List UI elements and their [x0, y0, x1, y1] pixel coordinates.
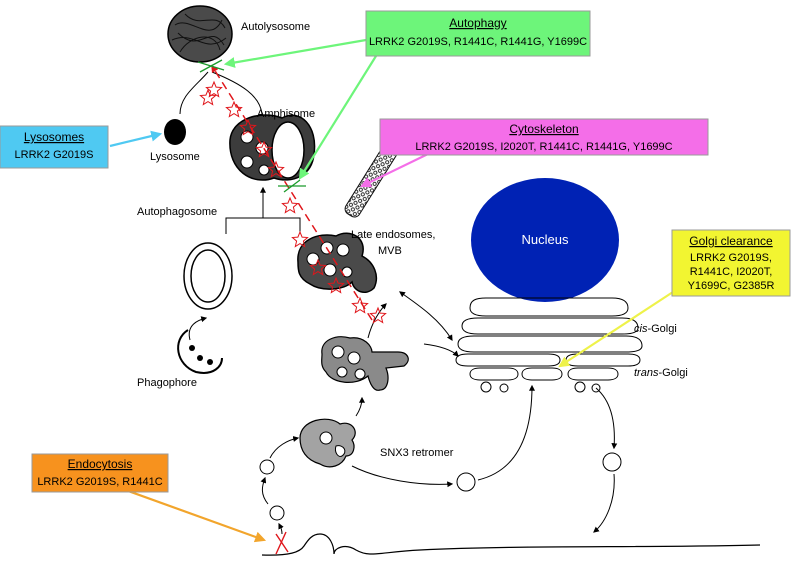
golgi-box-line-1: LRRK2 G2019S, — [690, 252, 772, 264]
lysosomes-box-line-1: LRRK2 G2019S — [15, 149, 94, 161]
golgi-box: Golgi clearance LRRK2 G2019S, R1441C, I2… — [671, 229, 791, 297]
lysosome-arrow — [109, 130, 163, 148]
endocytosis-arrow — [119, 486, 267, 543]
lysosome — [164, 119, 186, 145]
lysosome-to-autolysosome-line — [179, 71, 209, 115]
early-endosome — [299, 418, 356, 468]
transport-path — [211, 64, 373, 321]
endosome-to-retromer-vesicle-arrow — [351, 465, 454, 488]
transport-star-4 — [309, 258, 327, 276]
trans-golgi-label: trans-Golgi — [634, 367, 688, 379]
autophagy-arrow-mid — [298, 55, 377, 180]
transport-star-5 — [291, 230, 309, 248]
cytoskeleton-box-line-1: LRRK2 G2019S, I2020T, R1441C, R1441G, Y1… — [415, 141, 672, 153]
phagophore-to-autophagosome-arrow — [188, 316, 208, 341]
transport-star-12 — [199, 88, 217, 106]
snx3-retromer-label: SNX3 retromer — [380, 447, 454, 459]
autolysosome — [167, 5, 233, 63]
early-to-sorting-arrow — [355, 396, 365, 417]
autolysosome-label: Autolysosome — [241, 21, 310, 33]
phagophore-label: Phagophore — [137, 377, 197, 389]
cytoskeleton-box-title: Cytoskeleton — [509, 122, 578, 136]
endocytosis-box-title: Endocytosis — [68, 457, 133, 471]
plasma-membrane — [261, 533, 761, 556]
golgi-to-vesicle-arrow — [595, 387, 618, 450]
golgi-arrow — [558, 289, 677, 368]
lysosome-label: Lysosome — [150, 151, 200, 163]
nucleus — [471, 178, 619, 302]
cytoskeleton-arrow-line — [360, 153, 429, 188]
autophagy-block-mark-top — [197, 59, 225, 73]
transport-star-10 — [225, 100, 243, 118]
vesicle-to-membrane-arrow — [593, 473, 615, 533]
transport-star-6 — [281, 196, 299, 214]
sorting-endosome — [321, 336, 409, 391]
autophagy-block-mark-mid — [278, 179, 306, 193]
autophagy-arrow-top — [223, 38, 367, 68]
vesicle-to-vesicle-arrow — [260, 476, 269, 505]
transport-star-1 — [369, 306, 387, 324]
amphisome-label: Amphisome — [257, 108, 315, 120]
golgi-box-line-2: R1441C, I2020T, — [690, 266, 773, 278]
lysosomes-box-title: Lysosomes — [24, 130, 84, 144]
golgi-apparatus — [455, 297, 643, 393]
membrane-to-vesicle-arrow — [278, 522, 284, 535]
vesicle-2 — [269, 505, 285, 521]
autophagosome — [183, 242, 233, 310]
endocytosis-block-mark — [275, 531, 289, 555]
autophagy-box-title: Autophagy — [449, 16, 506, 30]
transport-star-8 — [255, 140, 273, 158]
cis-golgi-label: cis-Golgi — [634, 323, 677, 335]
lysosomes-box: Lysosomes LRRK2 G2019S — [0, 125, 109, 169]
late-endosomes-label-line2: MVB — [378, 245, 402, 257]
retromer-to-golgi-arrow — [477, 384, 535, 481]
phagophore — [177, 329, 223, 374]
transport-star-3 — [327, 276, 345, 294]
vesicle-1 — [259, 459, 275, 475]
cytoskeleton-box: Cytoskeleton LRRK2 G2019S, I2020T, R1441… — [379, 118, 709, 156]
golgi-to-late-endosome-arrow — [399, 291, 453, 342]
transport-star-11 — [205, 80, 223, 98]
transport-star-7 — [267, 160, 285, 178]
endocytosis-box: Endocytosis LRRK2 G2019S, R1441C — [31, 453, 169, 493]
vesicle-to-early-endosome-arrow — [269, 436, 300, 459]
golgi-box-title: Golgi clearance — [689, 234, 773, 248]
late-endosome-mvb — [297, 232, 378, 293]
late-endosomes-label-line1: Late endosomes, — [351, 229, 435, 241]
amphisome-to-autolysosome-line — [211, 71, 263, 115]
vesicle-4 — [602, 452, 622, 472]
autophagy-box: Autophagy LRRK2 G2019S, R1441C, R1441G, … — [365, 10, 591, 57]
sorting-to-late-arrow — [367, 303, 387, 339]
transport-stars — [199, 80, 387, 324]
golgi-box-line-3: Y1699C, G2385R — [688, 280, 775, 292]
transport-star-2 — [351, 296, 369, 314]
vesicle-3 — [456, 472, 476, 492]
autophagosome-label: Autophagosome — [137, 206, 217, 218]
nucleus-label: Nucleus — [522, 232, 569, 247]
autophagy-box-line-1: LRRK2 G2019S, R1441C, R1441G, Y1699C — [369, 36, 587, 48]
sorting-to-golgi-arrow — [423, 343, 459, 357]
transport-star-9 — [239, 118, 257, 136]
endocytosis-box-line-1: LRRK2 G2019S, R1441C — [37, 476, 162, 488]
